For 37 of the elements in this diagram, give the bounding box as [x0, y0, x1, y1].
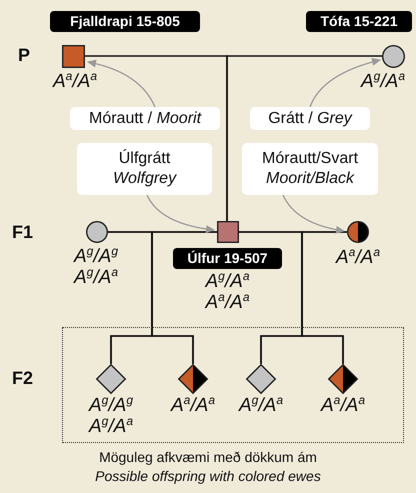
genotype-label: A$^{g}$/A$^{a}$: [237, 395, 284, 416]
label-text: Mórautt / Moorit: [88, 108, 202, 128]
genotype-label: A$^{a}$/A$^{a}$: [169, 395, 216, 416]
genotype-label: A$^{g}$/A$^{a}$: [72, 267, 119, 288]
genotype-label: A$^{a}$/A$^{a}$: [319, 395, 366, 416]
arrow: [146, 194, 215, 233]
label-card: [250, 107, 370, 130]
arrow: [87, 60, 156, 108]
label-card: [77, 143, 212, 195]
name-tag: Tófa 15-221: [306, 11, 412, 32]
label-text: Grátt / Grey: [268, 108, 352, 128]
arrow: [309, 58, 381, 108]
genotype-label: A$^{g}$/A$^{g}$: [72, 246, 119, 267]
generation-label: F2: [12, 368, 34, 389]
group-label: Möguleg afkvæmi með dökkum ám: [98, 448, 318, 467]
genotype-label: A$^{a}$/A$^{a}$: [51, 71, 98, 92]
genotype-label: A$^{g}$/A$^{g}$: [87, 395, 134, 416]
label-text: Úlfgrátt: [118, 149, 170, 169]
genotype-label: A$^{a}$/A$^{a}$: [334, 247, 381, 268]
label-card: [242, 143, 378, 195]
pedigree-line: [301, 231, 347, 364]
pedigree-line: [151, 231, 217, 364]
label-text: Moorit/Black: [266, 169, 354, 189]
genotype-label: A$^{g}$/A$^{a}$: [359, 71, 406, 92]
genotype-label: A$^{g}$/A$^{a}$: [87, 416, 134, 437]
label-text: Mórautt/Svart: [262, 149, 358, 169]
label-card: [70, 107, 220, 130]
group-label: Possible offspring with colored ewes: [94, 467, 322, 486]
arrow: [282, 194, 345, 234]
name-tag: Úlfur 19-507: [173, 248, 282, 269]
generation-label: P: [18, 45, 30, 66]
genotype-label: A$^{a}$/A$^{a}$: [204, 292, 250, 313]
generation-label: F1: [12, 222, 34, 243]
name-tag: Fjalldrapi 15-805: [50, 11, 200, 32]
label-text: Wolfgrey: [112, 169, 176, 189]
genotype-label: A$^{g}$/A$^{a}$: [204, 271, 250, 292]
pedigree-line: [226, 55, 382, 221]
